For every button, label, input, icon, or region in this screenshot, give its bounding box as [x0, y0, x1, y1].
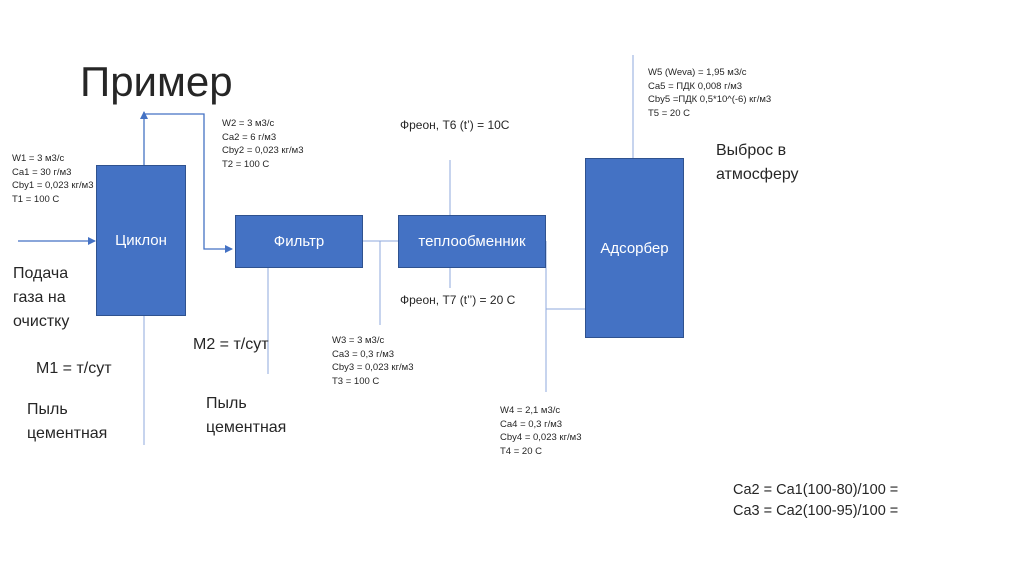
dust2-line1: Пыль — [206, 395, 247, 412]
stream1-ca: Ca1 = 30 г/м3 — [12, 166, 72, 178]
dust2-line2: цементная — [206, 419, 287, 436]
filter-box: Фильтр — [235, 215, 363, 268]
release-line2: атмосферу — [716, 166, 799, 183]
cyclone-label: Циклон — [115, 232, 167, 249]
cyclone-to-filter — [144, 113, 233, 253]
dust1-label: Пыль цементная — [27, 398, 107, 446]
cyclone-box: Циклон — [96, 165, 186, 316]
stream5-ca: Ca5 = ПДК 0,008 г/м3 — [648, 80, 743, 92]
dust2-label: Пыль цементная — [206, 392, 286, 440]
release-label: Выброс в атмосферу — [716, 139, 799, 187]
m1-label: М1 = т/сут — [36, 360, 112, 377]
stream2-params: W2 = 3 м3/с Ca2 = 6 г/м3 Cby2 = 0,023 кг… — [222, 117, 304, 171]
freon-in-label: Фреон, Т6 (t’) = 10С — [400, 118, 510, 132]
stream5-t: T5 = 20 C — [648, 107, 690, 119]
stream1-cby: Cby1 = 0,023 кг/м3 — [12, 180, 94, 191]
stream2-t: T2 = 100 C — [222, 158, 270, 170]
adsorber-box: Адсорбер — [585, 158, 684, 338]
stream2-w: W2 = 3 м3/с — [222, 118, 275, 129]
feed-label-line2: газа на — [13, 289, 66, 306]
formula-ca2: Ca2 = Ca1(100-80)/100 = — [733, 482, 899, 498]
feed-label-line1: Подача — [13, 265, 69, 282]
release-line1: Выброс в — [716, 142, 787, 159]
stream1-params: W1 = 3 м3/с Ca1 = 30 г/м3 Cby1 = 0,023 к… — [12, 152, 94, 206]
heat-exchanger-box: теплообменник — [398, 215, 546, 268]
freon-out-label: Фреон, Т7 (t’’) = 20 С — [400, 293, 516, 307]
adsorber-label: Адсорбер — [600, 239, 669, 257]
stream3-ca: Ca3 = 0,3 г/м3 — [332, 348, 395, 360]
dust1-line2: цементная — [27, 425, 108, 442]
stream5-cby: Cby5 =ПДК 0,5*10^(-6) кг/м3 — [648, 94, 772, 105]
stream1-t: T1 = 100 C — [12, 193, 60, 205]
stream3-cby: Cby3 = 0,023 кг/м3 — [332, 362, 414, 373]
stream3-t: T3 = 100 C — [332, 375, 380, 387]
stream4-cby: Cby4 = 0,023 кг/м3 — [500, 432, 582, 443]
filter-label: Фильтр — [273, 233, 325, 250]
stream4-params: W4 = 2,1 м3/с Ca4 = 0,3 г/м3 Cby4 = 0,02… — [500, 404, 582, 458]
formulas: Ca2 = Ca1(100-80)/100 = Ca3 = Ca2(100-95… — [733, 480, 898, 522]
feed-label: Подача газа на очистку — [13, 262, 69, 334]
heat-exchanger-label: теплообменник — [418, 233, 526, 250]
hx-to-adsorber-line — [545, 241, 585, 310]
stream4-t: T4 = 20 C — [500, 445, 542, 457]
stream4-ca: Ca4 = 0,3 г/м3 — [500, 418, 563, 430]
stream5-params: W5 (Weva) = 1,95 м3/с Ca5 = ПДК 0,008 г/… — [648, 66, 771, 120]
stream3-params: W3 = 3 м3/с Ca3 = 0,3 г/м3 Cby3 = 0,023 … — [332, 334, 414, 388]
dust1-line1: Пыль — [27, 401, 68, 418]
stream3-w: W3 = 3 м3/с — [332, 335, 385, 346]
formula-ca3: Ca3 = Ca2(100-95)/100 = — [733, 503, 899, 519]
stream1-w: W1 = 3 м3/с — [12, 153, 65, 164]
stream4-w: W4 = 2,1 м3/с — [500, 405, 561, 416]
stream2-cby: Cby2 = 0,023 кг/м3 — [222, 145, 304, 156]
feed-label-line3: очистку — [13, 313, 70, 330]
stream5-w: W5 (Weva) = 1,95 м3/с — [648, 67, 747, 78]
page-title: Пример — [80, 58, 233, 105]
stream2-ca: Ca2 = 6 г/м3 — [222, 131, 277, 143]
m2-label: М2 = т/сут — [193, 336, 269, 353]
